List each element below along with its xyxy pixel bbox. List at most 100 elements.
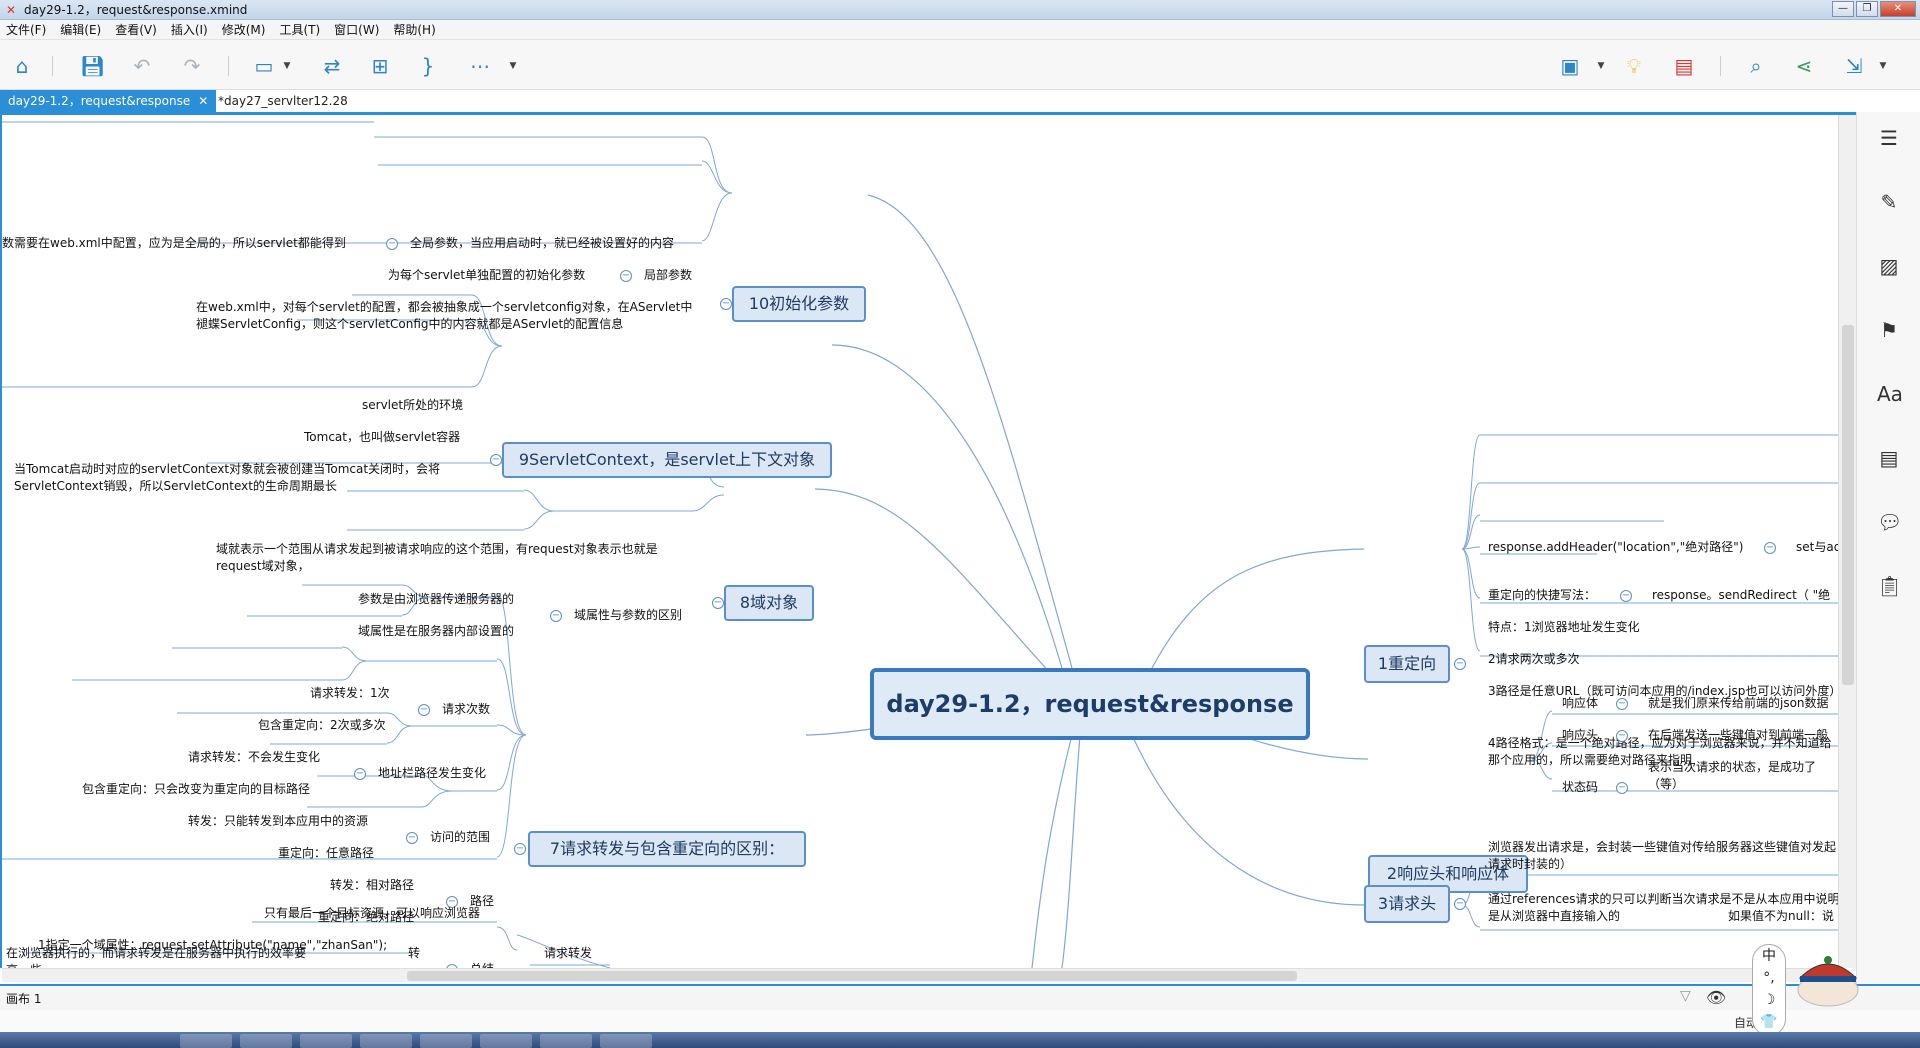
send-redirect-code[interactable]: response。sendRedirect（ "绝 <box>1652 588 1831 602</box>
topic-request-header[interactable]: 3请求头 <box>1364 885 1450 923</box>
taskbar-item[interactable] <box>300 1034 352 1048</box>
outline-icon[interactable]: ☰ <box>1880 126 1898 150</box>
response-header-desc[interactable]: 在后端发送一些键值对到前端一般 <box>1648 728 1829 742</box>
topic-init-params[interactable]: 10初始化参数 <box>732 286 866 322</box>
taskbar-item[interactable] <box>420 1034 472 1048</box>
scope-forward[interactable]: 转发：只能转发到本应用中的资源 <box>188 814 369 828</box>
insert-topic-dropdown-icon[interactable]: ▼ <box>283 61 291 71</box>
close-button[interactable]: ✕ <box>1880 1 1916 17</box>
more-icon[interactable]: ⋯ <box>470 54 490 78</box>
response-header-label[interactable]: 响应头 <box>1562 728 1599 742</box>
task-clipboard-icon[interactable]: 📋︎ <box>1877 574 1903 598</box>
presentation-dropdown-icon[interactable]: ▼ <box>1597 61 1605 71</box>
export-dropdown-icon[interactable]: ▼ <box>1879 61 1887 71</box>
access-scope-label[interactable]: 访问的范围 <box>430 830 491 844</box>
request-header-desc-2-tail[interactable]: 如果值不为null：说 <box>1728 909 1834 923</box>
collapse-icon[interactable]: − <box>720 298 732 310</box>
address-change-label[interactable]: 地址栏路径发生变化 <box>378 766 487 780</box>
central-topic[interactable]: day29-1.2，request&response <box>870 668 1310 740</box>
comment-icon[interactable]: 💬︎ <box>1877 510 1903 534</box>
collapse-icon[interactable]: − <box>620 270 632 282</box>
save-icon[interactable]: 💾︎ <box>80 54 106 78</box>
search-icon[interactable]: ⌕ <box>1750 54 1762 78</box>
servlet-config-desc[interactable]: 在web.xml中，对每个servlet的配置，都会被抽象成一个servletc… <box>196 300 693 331</box>
filter-icon[interactable]: ▽ <box>1680 988 1691 1004</box>
collapse-icon[interactable]: − <box>490 454 502 466</box>
request-forward-label[interactable]: 请求转发 <box>544 946 593 960</box>
undo-icon[interactable]: ↶ <box>133 54 151 78</box>
tomcat-container-label[interactable]: Tomcat，也叫做servlet容器 <box>304 430 461 444</box>
global-param-desc[interactable]: 数需要在web.xml中配置，应为是全局的，所以servlet都能得到 <box>2 236 346 250</box>
taskbar-item[interactable] <box>480 1034 532 1048</box>
home-icon[interactable]: ⌂ <box>15 54 29 78</box>
notes-icon[interactable]: ▤ <box>1879 446 1899 470</box>
summary-char[interactable]: 转 <box>408 946 421 960</box>
taskbar-item[interactable] <box>540 1034 592 1048</box>
domain-desc[interactable]: 域就表示一个范围从请求发起到被请求响应的这个范围，有request对象表示也就是… <box>216 542 658 573</box>
taskbar-item[interactable] <box>360 1034 412 1048</box>
mindmap-canvas[interactable]: day29-1.2，request&response 10初始化参数 − 全局参… <box>0 115 1838 968</box>
status-code-desc[interactable]: 表示当次请求的状态，是成功了（等） <box>1648 760 1817 791</box>
addr-forward[interactable]: 请求转发：不会发生变化 <box>188 750 321 764</box>
more-dropdown-icon[interactable]: ▼ <box>509 61 517 71</box>
export-icon[interactable]: ⇲ <box>1845 54 1863 78</box>
response-body-desc[interactable]: 就是我们原来传给前端的json数据 <box>1648 696 1829 710</box>
collapse-icon[interactable]: − <box>1616 782 1628 794</box>
global-param-label[interactable]: 全局参数，当应用启动时，就已经被设置好的内容 <box>410 236 675 250</box>
topic-redirect[interactable]: 1重定向 <box>1364 645 1450 683</box>
path-forward[interactable]: 转发：相对路径 <box>330 878 415 892</box>
local-param-label[interactable]: 局部参数 <box>644 268 693 282</box>
redirect-feature-1[interactable]: 特点：1浏览器地址发生变化 <box>1488 620 1640 634</box>
collapse-icon[interactable]: − <box>354 768 366 780</box>
topic-servlet-context[interactable]: 9ServletContext，是servlet上下文对象 <box>502 442 832 478</box>
vertical-scroll-thumb[interactable] <box>1842 325 1854 685</box>
boundary-icon[interactable]: ⊞ <box>371 54 389 78</box>
param-from-browser[interactable]: 参数是由浏览器传递服务器的 <box>358 592 515 606</box>
scope-redirect[interactable]: 重定向：任意路径 <box>278 846 375 860</box>
horizontal-scroll-thumb[interactable] <box>407 971 1297 981</box>
collapse-icon[interactable]: − <box>550 610 562 622</box>
brainstorm-bulb-icon[interactable]: 💡︎ <box>1627 54 1641 78</box>
last-resource-only[interactable]: 只有最后一个目标资源，可以响应浏览器 <box>264 906 481 920</box>
collapse-icon[interactable]: − <box>1616 730 1628 742</box>
response-body-label[interactable]: 响应体 <box>1562 696 1599 710</box>
collapse-icon[interactable]: − <box>446 896 458 908</box>
collapse-icon[interactable]: − <box>1764 542 1776 554</box>
relationship-icon[interactable]: ⇄ <box>323 54 341 78</box>
ime-punctuation[interactable]: °, <box>1763 970 1775 986</box>
ime-toolbar[interactable]: 中 °, ☽ 👕 <box>1752 944 1786 1036</box>
collapse-icon[interactable]: − <box>406 832 418 844</box>
count-redirect[interactable]: 包含重定向：2次或多次 <box>258 718 386 732</box>
redo-icon[interactable]: ↷ <box>183 54 201 78</box>
ime-moon-icon[interactable]: ☽ <box>1762 992 1776 1008</box>
image-icon[interactable]: ▨ <box>1879 254 1899 278</box>
status-code-label[interactable]: 状态码 <box>1562 780 1599 794</box>
view-eye-icon[interactable]: 👁︎ <box>1706 988 1727 1007</box>
redirect-shortcut-label[interactable]: 重定向的快捷写法： <box>1488 588 1597 602</box>
collapse-icon[interactable]: − <box>418 704 430 716</box>
presentation-icon[interactable]: ▣ <box>1560 54 1580 78</box>
insert-topic-icon[interactable]: ▭ <box>254 54 274 78</box>
collapse-icon[interactable]: − <box>1454 658 1466 670</box>
menu-insert[interactable]: 插入(I) <box>170 23 208 37</box>
ime-skin-icon[interactable]: 👕 <box>1760 1014 1778 1030</box>
taskbar-item[interactable] <box>600 1034 652 1048</box>
menu-help[interactable]: 帮助(H) <box>393 23 436 37</box>
vertical-scrollbar[interactable] <box>1838 115 1856 968</box>
menu-modify[interactable]: 修改(M) <box>221 23 266 37</box>
maximize-button[interactable]: ❐ <box>1856 1 1878 17</box>
tab-day27-servlter[interactable]: *day27_servlter12.28 <box>218 94 348 108</box>
addr-redirect[interactable]: 包含重定向：只会改变为重定向的目标路径 <box>82 782 311 796</box>
redirect-feature-4[interactable]: 4路径格式：是一个绝对路径，应为对于浏览器来说，并不知道给那个应用的，所以需要绝… <box>1488 736 1832 767</box>
summary-label[interactable]: 总结 <box>470 961 494 968</box>
set-add-label[interactable]: set与ad <box>1796 540 1838 554</box>
request-count-label[interactable]: 请求次数 <box>442 702 491 716</box>
request-header-desc-2[interactable]: 通过references请求的只可以判断当次请求是不是从本应用中说明是从浏览器中… <box>1488 892 1838 923</box>
set-attribute-desc[interactable]: 1指定一个域属性：request.setAttribute("name","zh… <box>38 938 388 952</box>
marker-flag-icon[interactable]: ⚑ <box>1880 318 1898 342</box>
menu-window[interactable]: 窗口(W) <box>334 23 380 37</box>
menu-view[interactable]: 查看(V) <box>115 23 157 37</box>
horizontal-scrollbar[interactable] <box>2 968 1838 982</box>
path-redirect[interactable]: 重定向：绝对路径 <box>318 910 415 924</box>
collapse-icon[interactable]: − <box>1620 590 1632 602</box>
